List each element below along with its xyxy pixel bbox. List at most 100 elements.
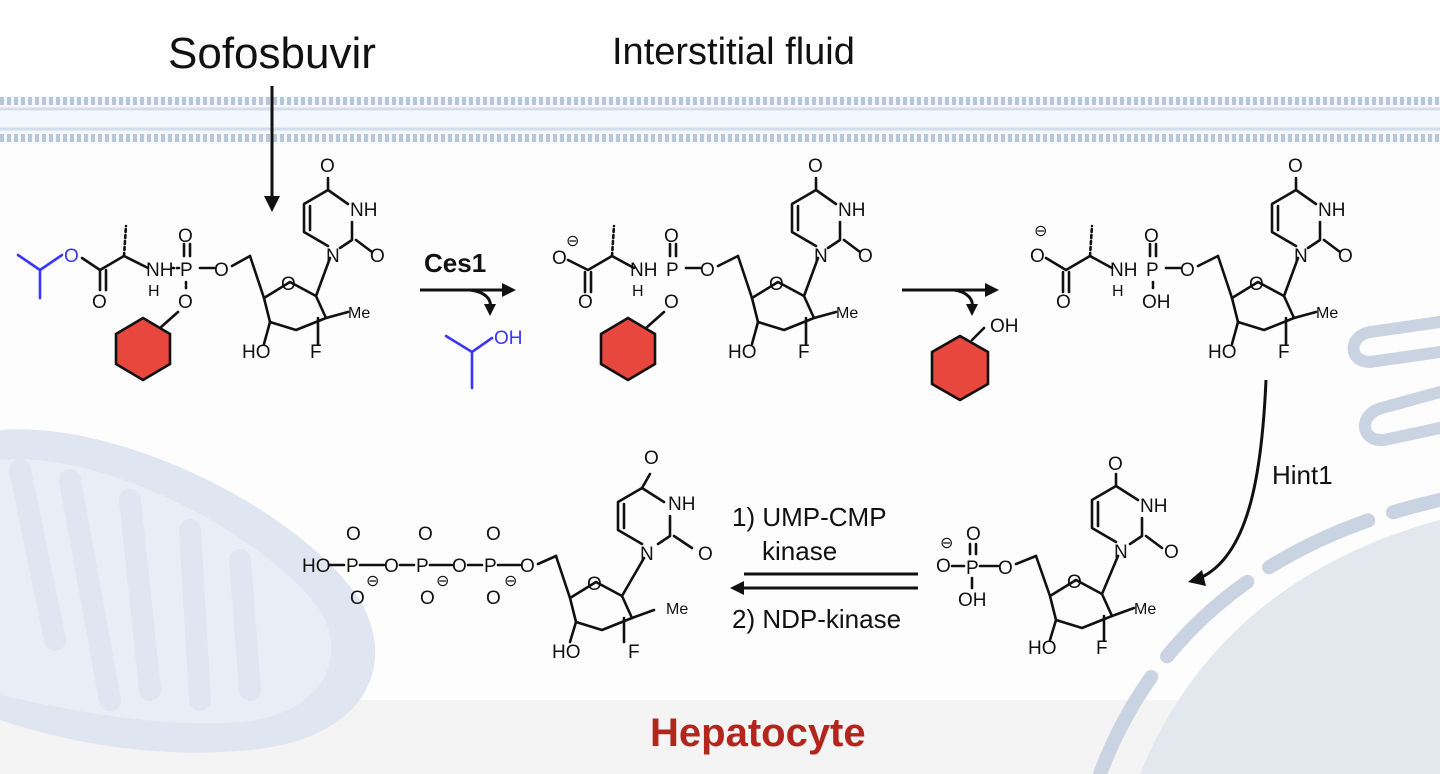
phosphoryl-oxygen-label-2: O bbox=[664, 226, 679, 247]
fluorine-label: F bbox=[310, 342, 322, 363]
mp-oh-label: OH bbox=[958, 590, 987, 611]
phosphorus-label-2: P bbox=[666, 260, 679, 281]
carboxylate-oxygen-label-3: O bbox=[1030, 246, 1045, 267]
phosphorus-label-3: P bbox=[1146, 260, 1159, 281]
tp-p-alpha-label: P bbox=[484, 556, 497, 577]
isopropanol-oh-label: OH bbox=[494, 328, 523, 349]
hydroxyl-label: HO bbox=[242, 342, 271, 363]
mp-phosphoryl-oxygen-label: O bbox=[966, 524, 981, 545]
carboxylate-oxygen2-label-3: O bbox=[1056, 292, 1071, 313]
monophosphate-structure: ⊖ O O P O OH O HO F Me N O NH O bbox=[936, 454, 1179, 659]
uracil-n3-label-2: NH bbox=[838, 200, 865, 221]
cell-label: Hepatocyte bbox=[650, 711, 866, 755]
charge-minus-1: ⊖ bbox=[566, 233, 579, 250]
mp-methyl-label: Me bbox=[1134, 601, 1156, 618]
tp-o-beta-bottom-label: O bbox=[420, 588, 435, 609]
uracil-c2-oxygen-label-2: O bbox=[858, 246, 873, 267]
mp-ring-oxygen-label: O bbox=[1067, 572, 1082, 593]
tp-o-alpha-bottom-label: O bbox=[486, 588, 501, 609]
uracil-c4-oxygen-label-3: O bbox=[1288, 156, 1303, 177]
uracil-c4-oxygen-label-2: O bbox=[808, 156, 823, 177]
hydroxyl-label-3: HO bbox=[1208, 342, 1237, 363]
carboxylate-oxygen-label: O bbox=[552, 248, 567, 269]
step-a-cont-label: kinase bbox=[762, 536, 837, 566]
uracil-n1-label-2: N bbox=[814, 246, 828, 267]
phenyl-ring-2 bbox=[599, 316, 657, 382]
tp-uracil-n3-label: NH bbox=[668, 494, 695, 515]
hint1-step: Hint1 bbox=[1188, 379, 1333, 586]
mp-ester-oxygen-label: O bbox=[998, 558, 1013, 579]
tp-p-beta-label: P bbox=[416, 556, 429, 577]
ester-oxygen-label: O bbox=[64, 246, 79, 267]
phenyl-ring bbox=[114, 316, 172, 382]
compartment-label: Interstitial fluid bbox=[612, 31, 855, 73]
phosphorus-label: P bbox=[180, 260, 193, 281]
ring-oxygen-label-3: O bbox=[1249, 274, 1264, 295]
triphosphate-structure: HO P O O ⊖ O P O O ⊖ O P O O ⊖ O O HO F … bbox=[302, 448, 713, 663]
fluorine-label-3: F bbox=[1278, 342, 1290, 363]
charge-minus-3: ⊖ bbox=[940, 535, 953, 552]
tp-hydroxyl-label: HO bbox=[552, 642, 581, 663]
tp-o-gamma-top-label: O bbox=[346, 524, 361, 545]
tp-o-alpha-top-label: O bbox=[486, 524, 501, 545]
enzyme1-label: Ces1 bbox=[424, 248, 486, 278]
hydroxyl-label-2: HO bbox=[728, 342, 757, 363]
carboxylate-oxygen2-label: O bbox=[578, 292, 593, 313]
carboxylate-intermediate-structure: ⊖ O O NH H P O O O O HO F Me N O NH bbox=[552, 156, 873, 382]
phosphate-oh-label: OH bbox=[1142, 292, 1171, 313]
methyl-label-2: Me bbox=[836, 305, 858, 322]
tp-p-gamma-label: P bbox=[346, 556, 359, 577]
nucleus-shape bbox=[1093, 493, 1440, 774]
tp-bridge-oxygen-1: O bbox=[384, 556, 399, 577]
entry-arrow bbox=[264, 86, 280, 212]
tp-charge-gamma: ⊖ bbox=[366, 573, 379, 590]
cell-membrane bbox=[0, 96, 1440, 144]
amide-n-label: NH bbox=[146, 260, 173, 281]
amide-n-label-2: NH bbox=[630, 260, 657, 281]
tp-uracil-c2-oxygen-label: O bbox=[698, 544, 713, 565]
ring-oxygen-label: O bbox=[281, 274, 296, 295]
mp-phosphorus-label: P bbox=[966, 558, 979, 579]
tp-uracil-n1-label: N bbox=[640, 544, 654, 565]
mp-hydroxyl-label: HO bbox=[1028, 638, 1057, 659]
phosphoryl-oxygen-label-3: O bbox=[1144, 226, 1159, 247]
uracil-n1-label: N bbox=[326, 246, 340, 267]
tp-bridge-oxygen-2: O bbox=[452, 556, 467, 577]
drug-label: Sofosbuvir bbox=[168, 29, 376, 78]
uracil-c2-oxygen-label-3: O bbox=[1338, 246, 1353, 267]
fluorine-label-2: F bbox=[798, 342, 810, 363]
mp-uracil-n3-label: NH bbox=[1140, 496, 1167, 517]
mitochondrion-shape bbox=[0, 429, 376, 753]
tp-charge-beta: ⊖ bbox=[436, 573, 449, 590]
ring-oxygen-label-2: O bbox=[769, 274, 784, 295]
phenol-ring bbox=[930, 334, 990, 402]
enzyme2-label: Hint1 bbox=[1272, 460, 1333, 490]
methyl-label: Me bbox=[348, 305, 370, 322]
alanyl-phosphate-intermediate-structure: ⊖ O O NH H P O OH O O HO F Me N O NH bbox=[1030, 156, 1353, 363]
ester-o5-label-3: O bbox=[1180, 260, 1195, 281]
step-a-label: 1) UMP-CMP bbox=[732, 502, 887, 532]
kinase-step: 1) UMP-CMP kinase 2) NDP-kinase bbox=[730, 502, 918, 634]
uracil-n3-label-3: NH bbox=[1318, 200, 1345, 221]
ester-o5-label-2: O bbox=[700, 260, 715, 281]
sofosbuvir-structure: O O NH H P O O O O HO F Me N bbox=[16, 156, 385, 382]
phosphoryl-oxygen-label: O bbox=[178, 226, 193, 247]
phenoxy-oxygen-label: O bbox=[178, 292, 193, 313]
carbonyl-oxygen-label: O bbox=[92, 292, 107, 313]
ces1-step: Ces1 OH bbox=[420, 248, 523, 390]
tp-o-beta-top-label: O bbox=[418, 524, 433, 545]
tp-ester-oxygen-label: O bbox=[520, 556, 535, 577]
mp-fluorine-label: F bbox=[1096, 638, 1108, 659]
tp-charge-alpha: ⊖ bbox=[504, 573, 517, 590]
tp-o-gamma-bottom-label: O bbox=[350, 588, 365, 609]
mp-uracil-c4-oxygen-label: O bbox=[1108, 454, 1123, 475]
tp-ho-label: HO bbox=[302, 556, 331, 577]
phenol-release-step: OH bbox=[902, 283, 1019, 402]
uracil-n3-label: NH bbox=[350, 200, 377, 221]
mp-uracil-n1-label: N bbox=[1114, 542, 1128, 563]
background-layer bbox=[0, 96, 1440, 774]
amide-n-label-3: NH bbox=[1110, 260, 1137, 281]
uracil-n1-label-3: N bbox=[1294, 246, 1308, 267]
tp-methyl-label: Me bbox=[666, 601, 688, 618]
